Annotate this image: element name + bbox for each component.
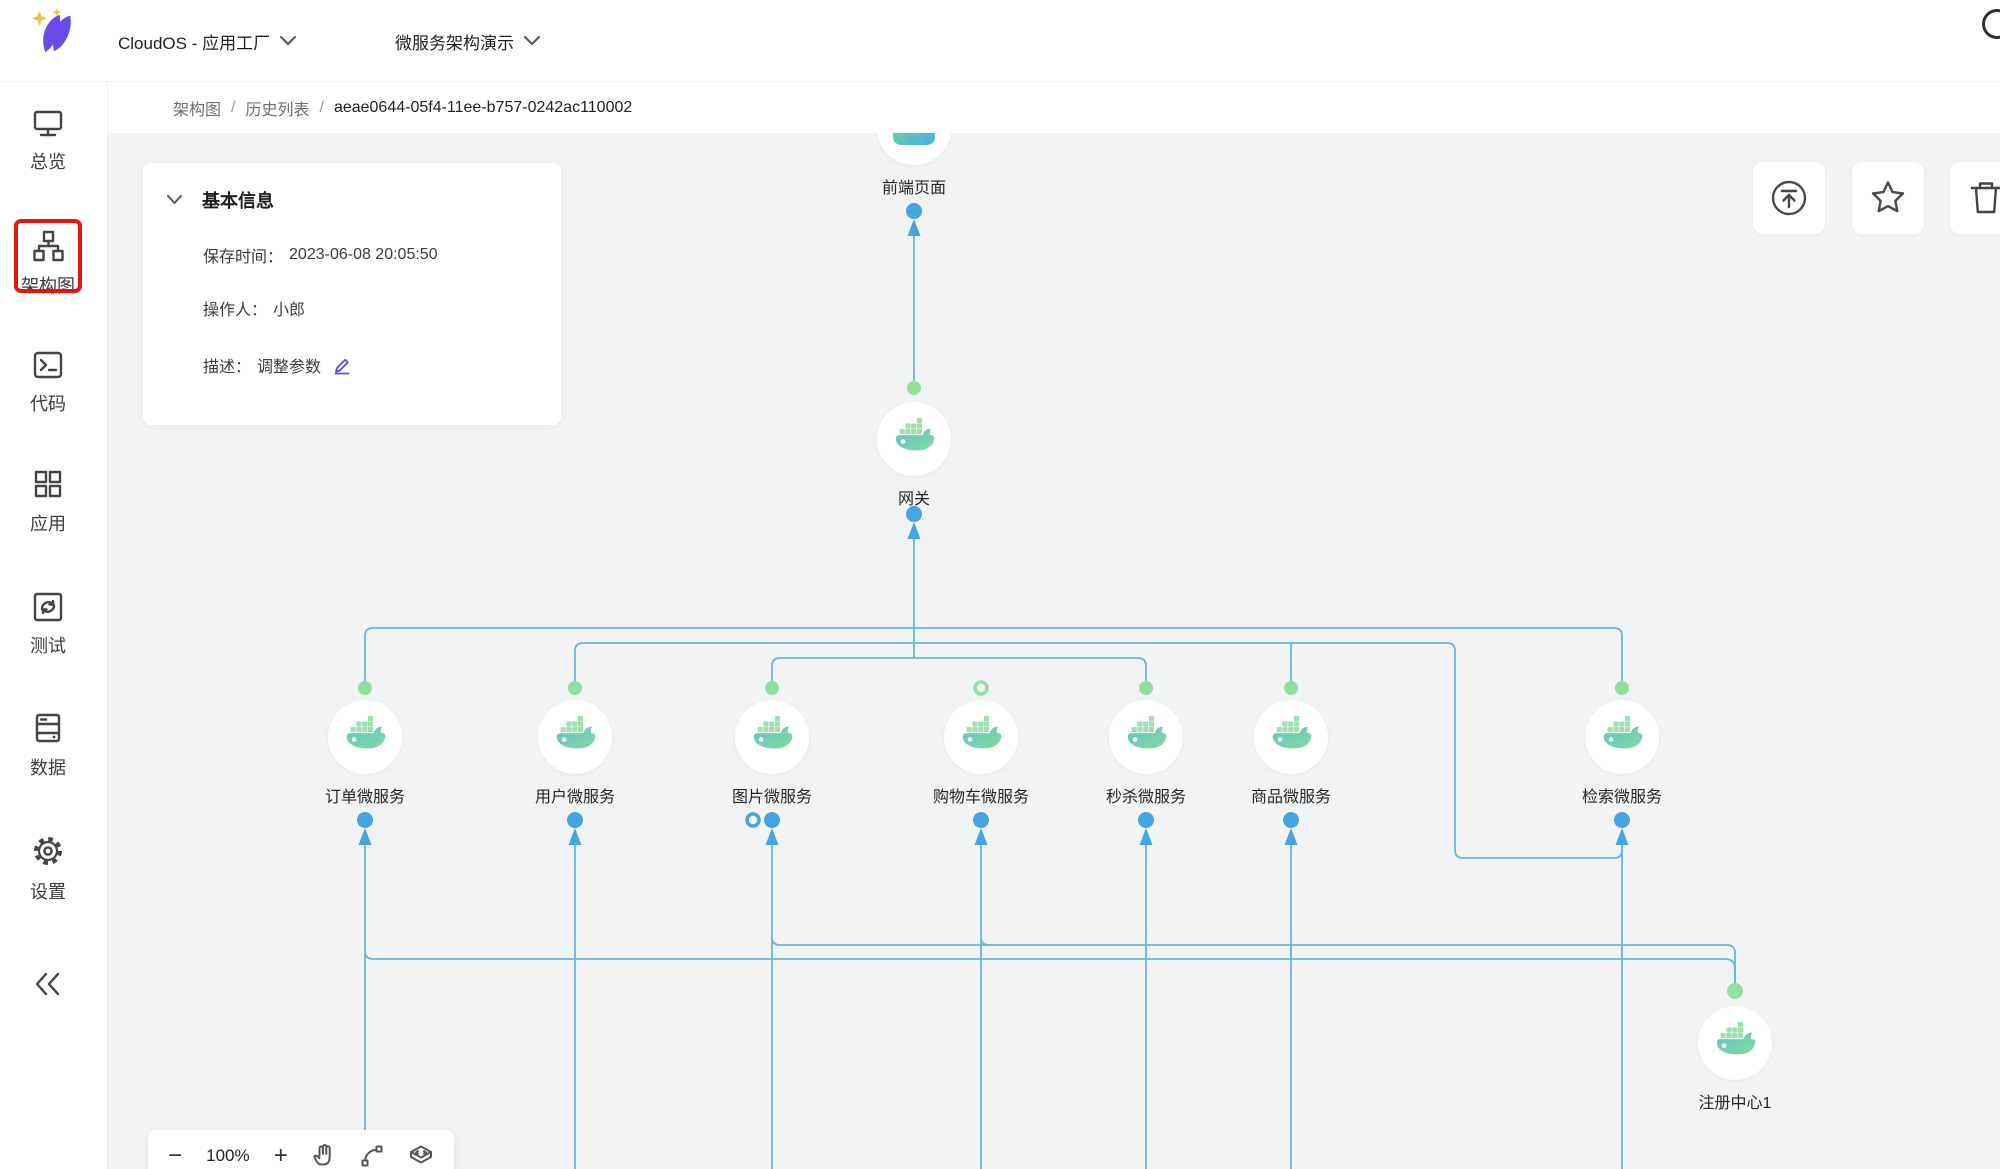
favorite-button[interactable]: [1852, 162, 1924, 234]
sidebar-item-code[interactable]: 代码: [0, 350, 96, 416]
docker-icon: [1599, 712, 1645, 758]
node-image-service[interactable]: 图片微服务: [692, 700, 852, 807]
delete-button[interactable]: [1950, 162, 2000, 234]
sidebar-label: 数据: [30, 758, 66, 778]
database-icon: [35, 713, 61, 743]
basic-info-panel: 基本信息 保存时间： 2023-06-08 20:05:50 操作人： 小郎 描…: [143, 163, 561, 425]
connector-line-icon[interactable]: [360, 1144, 384, 1168]
sidebar-label: 设置: [30, 882, 66, 902]
sidebar-collapse-button[interactable]: [0, 972, 96, 1001]
layers-box-icon[interactable]: [408, 1144, 434, 1168]
zoom-toolbar: − 100% +: [148, 1130, 454, 1169]
node-label: 注册中心1: [1698, 1095, 1772, 1112]
node-search-service[interactable]: 检索微服务: [1542, 700, 1702, 807]
monitor-icon: [33, 110, 63, 137]
sidebar-item-architecture[interactable]: 架构图: [0, 230, 96, 298]
node-label: 用户微服务: [534, 789, 615, 806]
docker-icon: [1712, 1018, 1758, 1064]
node-frontend-page[interactable]: 前端页面: [834, 133, 994, 198]
zoom-in-button[interactable]: +: [273, 1142, 288, 1169]
terminal-app-icon: [893, 133, 935, 145]
node-label: 图片微服务: [731, 789, 812, 806]
star-icon: [1871, 181, 1905, 213]
blue-port-hollow: [745, 812, 761, 828]
sidebar-label: 代码: [30, 394, 66, 414]
app-title: CloudOS - 应用工厂: [118, 33, 271, 53]
node-label: 订单微服务: [324, 789, 405, 806]
chevron-down-icon: [524, 36, 540, 45]
node-registry-center[interactable]: 注册中心1: [1655, 1006, 1815, 1113]
breadcrumb-current: aeae0644-05f4-11ee-b757-0242ac110002: [333, 98, 633, 116]
breadcrumb-item[interactable]: 历史列表: [245, 101, 310, 119]
node-product-service[interactable]: 商品微服务: [1211, 700, 1371, 807]
upload-circle-icon: [1771, 180, 1807, 216]
node-label: 前端页面: [881, 180, 946, 197]
chevron-down-icon[interactable]: [167, 195, 182, 205]
operator-value: 小郎: [273, 302, 306, 319]
zoom-level: 100%: [206, 1146, 250, 1165]
architecture-icon: [33, 230, 64, 262]
sidebar-item-settings[interactable]: 设置: [0, 834, 96, 904]
sidebar-item-overview[interactable]: 总览: [0, 108, 96, 174]
field-label: 描述：: [203, 359, 252, 376]
docker-icon: [1123, 712, 1169, 758]
breadcrumb-item[interactable]: 架构图: [173, 101, 222, 119]
sidebar-label: 应用: [30, 514, 66, 534]
docker-icon: [891, 414, 937, 460]
save-time-value: 2023-06-08 20:05:50: [289, 246, 438, 263]
breadcrumb-separator: /: [319, 98, 324, 116]
docker-icon: [552, 712, 598, 758]
breadcrumb-separator: /: [231, 98, 236, 116]
sidebar-item-apps[interactable]: 应用: [0, 470, 96, 536]
cloudos-logo-icon: [28, 7, 78, 62]
docker-icon: [958, 712, 1004, 758]
green-port-hollow: [973, 680, 989, 696]
sidebar-label: 总览: [30, 152, 66, 172]
breadcrumb: 架构图 / 历史列表 / aeae0644-05f4-11ee-b757-024…: [173, 82, 632, 133]
edit-pen-icon[interactable]: [333, 356, 351, 375]
docker-icon: [342, 712, 388, 758]
collapse-double-chevron-icon: [35, 972, 60, 996]
sidebar-label: 架构图: [21, 276, 75, 296]
sidebar: 总览 架构图 代码 应用 测试: [0, 82, 108, 1169]
green-port-dots: [358, 381, 1743, 999]
sidebar-label: 测试: [30, 636, 66, 656]
app-header: CloudOS - 应用工厂 微服务架构演示: [0, 0, 2000, 82]
description-value: 调整参数: [257, 359, 322, 376]
node-gateway[interactable]: 网关: [834, 402, 994, 509]
node-user-service[interactable]: 用户微服务: [495, 700, 655, 807]
sidebar-item-data[interactable]: 数据: [0, 712, 96, 780]
chevron-down-icon: [280, 36, 297, 45]
node-label: 秒杀微服务: [1105, 789, 1186, 806]
sidebar-item-test[interactable]: 测试: [0, 592, 96, 658]
node-seckill-service[interactable]: 秒杀微服务: [1066, 700, 1226, 807]
node-label: 检索微服务: [1581, 789, 1662, 806]
hand-pan-icon[interactable]: [312, 1143, 336, 1169]
breadcrumb-bar: 架构图 / 历史列表 / aeae0644-05f4-11ee-b757-024…: [109, 82, 2000, 133]
user-avatar[interactable]: [1982, 9, 2000, 39]
app-switcher[interactable]: CloudOS - 应用工厂: [118, 0, 297, 82]
publish-button[interactable]: [1753, 162, 1825, 234]
field-label: 保存时间：: [203, 249, 284, 266]
gear-icon: [34, 837, 62, 865]
docker-icon: [749, 712, 795, 758]
node-cart-service[interactable]: 购物车微服务: [901, 700, 1061, 807]
info-panel-title: 基本信息: [202, 191, 274, 211]
project-title: 微服务架构演示: [395, 33, 514, 53]
architecture-canvas[interactable]: 前端页面 网关 订单微服务 用户微服务 图片微服务 购物车微服务 秒杀微服务 商…: [108, 133, 2000, 1169]
node-label: 网关: [897, 491, 930, 508]
project-switcher[interactable]: 微服务架构演示: [395, 0, 540, 82]
code-terminal-icon: [33, 351, 63, 379]
test-cycle-icon: [33, 592, 63, 622]
apps-grid-icon: [34, 470, 62, 498]
field-label: 操作人：: [203, 302, 268, 319]
docker-icon: [1268, 712, 1314, 758]
node-label: 商品微服务: [1250, 789, 1331, 806]
node-label: 购物车微服务: [932, 789, 1029, 806]
trash-icon: [1970, 182, 2000, 214]
node-order-service[interactable]: 订单微服务: [285, 700, 445, 807]
zoom-out-button[interactable]: −: [168, 1142, 183, 1169]
